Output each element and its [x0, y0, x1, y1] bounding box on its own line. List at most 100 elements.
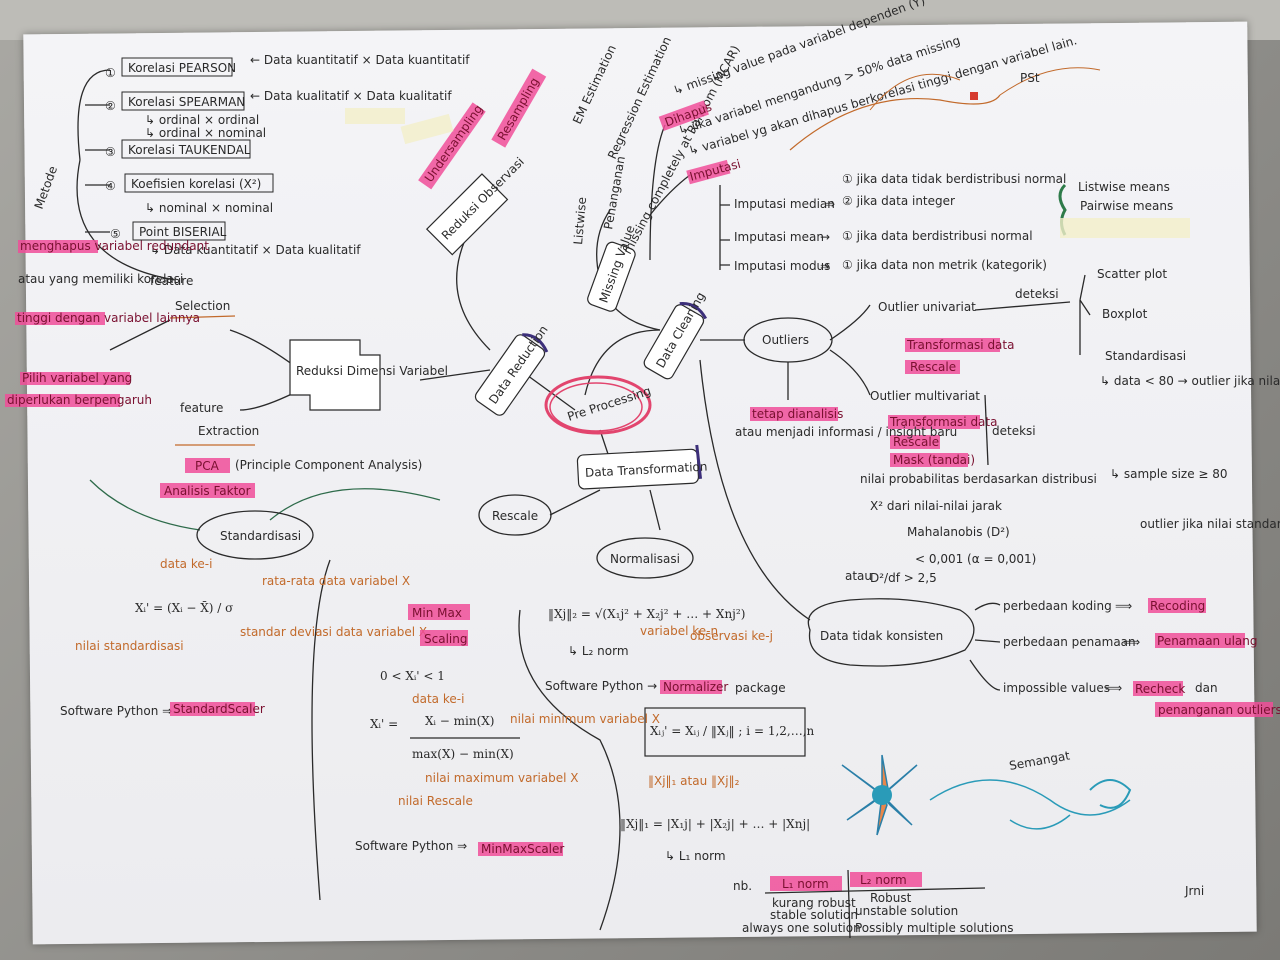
- highlight: [770, 876, 842, 891]
- rescale-range: 0 < Xᵢ' < 1: [380, 669, 445, 683]
- highlight: [888, 415, 980, 429]
- arrow: ⇒: [825, 197, 835, 211]
- koefisien-korelasi: Koefisien korelasi (X²): [131, 177, 261, 191]
- highlight: [420, 630, 468, 646]
- node-rescale: Rescale: [478, 494, 552, 536]
- analisis-faktor: Analisis Faktor: [164, 484, 251, 498]
- highlight: [18, 240, 98, 253]
- feature-selection: Metode ① Korelasi PEARSON ← Data kuantit…: [5, 53, 470, 407]
- highlight: [478, 842, 563, 856]
- probabilitas-note: nilai probabilitas berdasarkan distribus…: [860, 472, 1097, 486]
- korelasi-taukendal: Korelasi TAUKENDAL: [128, 143, 251, 157]
- chi-note: X² dari nilai-nilai jarak: [870, 499, 1002, 513]
- node-normalisasi: Normalisasi: [596, 537, 694, 579]
- penamaan-ulang: Penamaan ulang: [1157, 634, 1257, 648]
- highlight: [890, 435, 940, 449]
- feature-extraction-title-1: feature: [180, 401, 223, 415]
- data-tidak-konsisten-label: Data tidak konsisten: [820, 629, 943, 643]
- imputasi-modus: Imputasi modus: [734, 259, 830, 273]
- feature-selection-title-1: feature: [150, 274, 193, 288]
- highlight: [1133, 681, 1183, 696]
- observasi-note: observasi ke-j: [690, 629, 773, 643]
- atau-label: atau: [845, 569, 872, 583]
- highlight: [750, 407, 838, 421]
- boxplot: Boxplot: [1102, 307, 1148, 321]
- recoding: Recoding: [1150, 599, 1205, 613]
- table-cell: kurang robust: [772, 896, 856, 910]
- pca-label: PCA: [195, 459, 220, 473]
- package-label: package: [735, 681, 786, 695]
- transformasi-data-1: Transformasi data: [906, 338, 1014, 352]
- highlight: [418, 102, 486, 190]
- min-max-scaler: MinMaxScaler: [481, 842, 564, 856]
- center-node: Pre Processing: [544, 375, 653, 435]
- outlier-multivariat: Outlier multivariat: [870, 389, 980, 403]
- median-note-2: ② jika data integer: [842, 194, 955, 208]
- min-max-title-1: Min Max: [412, 606, 462, 620]
- rescale-1: Rescale: [910, 360, 956, 374]
- rescale-2: Rescale: [893, 435, 939, 449]
- highlight: [491, 68, 547, 148]
- mahalanobis: Mahalanobis (D²): [907, 525, 1010, 539]
- outliers-label: Outliers: [762, 333, 809, 347]
- dan-label: dan: [1195, 681, 1218, 695]
- reduksi-obs-children: Undersampling Resampling: [400, 68, 547, 190]
- table-cell: Robust: [870, 891, 912, 905]
- reduksi-dimensi-label: Reduksi Dimensi Variabel: [296, 364, 448, 378]
- num-1: ①: [105, 66, 116, 80]
- deteksi-label: deteksi: [1015, 287, 1059, 301]
- num-3: ③: [105, 145, 116, 159]
- highlight: [5, 394, 120, 407]
- penanganan: Penanganan: [601, 155, 628, 231]
- ddf-note: D²/df > 2,5: [870, 571, 937, 585]
- metode-label: Metode: [32, 164, 60, 211]
- nominal-nominal: ↳ nominal × nominal: [145, 201, 273, 215]
- tape-strip: [1060, 218, 1190, 238]
- table-header-l2: L₂ norm: [860, 873, 907, 887]
- software-python-minmax: Software Python ⇒: [355, 839, 467, 853]
- l1-norm-label: ↳ L₁ norm: [665, 849, 726, 863]
- ordinal-ordinal: ↳ ordinal × ordinal: [145, 113, 259, 127]
- tetap-dianalisis: tetap dianalisis: [752, 407, 843, 421]
- resampling: Resampling: [495, 75, 542, 143]
- pairwise-means: Pairwise means: [1080, 199, 1173, 213]
- tape-strip: [345, 108, 405, 124]
- transformasi-data-2: Transformasi data: [889, 415, 997, 429]
- mean-note: rata-rata data variabel X: [262, 574, 410, 588]
- modus-note: ① jika data non metrik (kategorik): [842, 258, 1047, 272]
- rescale-note-3: nilai maximum variabel X: [425, 771, 579, 785]
- data-ke-i-note: data ke-i: [160, 557, 212, 571]
- spearman-note: ← Data kualitatif × Data kualitatif: [250, 89, 452, 103]
- software-python-norm: Software Python →: [545, 679, 657, 693]
- standardisasi-equation: Xᵢ' = (Xᵢ − X̄) / σ: [135, 600, 233, 615]
- feature-extraction-title-2: Extraction: [198, 424, 259, 438]
- note-tinggi: tinggi dengan variabel lainnya: [17, 311, 200, 325]
- note-pilih: Pilih variabel yang: [22, 371, 132, 385]
- inkonsisten-branch: perbedaan koding ⟹ Recoding perbedaan pe…: [1003, 598, 1280, 717]
- table-cell: unstable solution: [855, 904, 958, 918]
- highlight: [408, 604, 470, 620]
- note-hapus-redundant: menghapus variabel redundant: [20, 239, 209, 253]
- num-2: ②: [105, 99, 116, 113]
- outlier-univariat: Outlier univariat: [878, 300, 976, 314]
- highlight: [905, 360, 960, 374]
- standardisasi-outlier: Standardisasi: [1105, 349, 1186, 363]
- note-berpengaruh: diperlukan berpengaruh: [7, 393, 152, 407]
- rescale-lhs: Xᵢ' =: [370, 717, 398, 731]
- rescale-denominator: max(X) − min(X): [412, 747, 514, 761]
- missing-value-branch: EM Estimation Regression Estimation List…: [570, 0, 1190, 273]
- note-korelasi: atau yang memiliki korelasi: [18, 272, 183, 286]
- mask-tandai: Mask (tandai): [893, 453, 975, 467]
- dihapus-note-1: ↳ missing value pada variabel dependen (…: [671, 0, 927, 98]
- sigma-note: standar deviasi data variabel X: [240, 625, 427, 639]
- arrow: ⟹: [1115, 599, 1132, 613]
- normalizer: Normalizer: [663, 680, 728, 694]
- imputasi-mean: Imputasi mean: [734, 230, 824, 244]
- highlight: [658, 100, 709, 131]
- outliers-branch: Outlier univariat deteksi Scatter plot B…: [735, 267, 1280, 585]
- arrow: ⟹: [1105, 681, 1122, 695]
- listwise: Listwise: [571, 196, 589, 245]
- tetap-note: atau menjadi informasi / insight baru: [735, 425, 957, 439]
- node-data-tidak-konsisten: Data tidak konsisten: [807, 598, 975, 667]
